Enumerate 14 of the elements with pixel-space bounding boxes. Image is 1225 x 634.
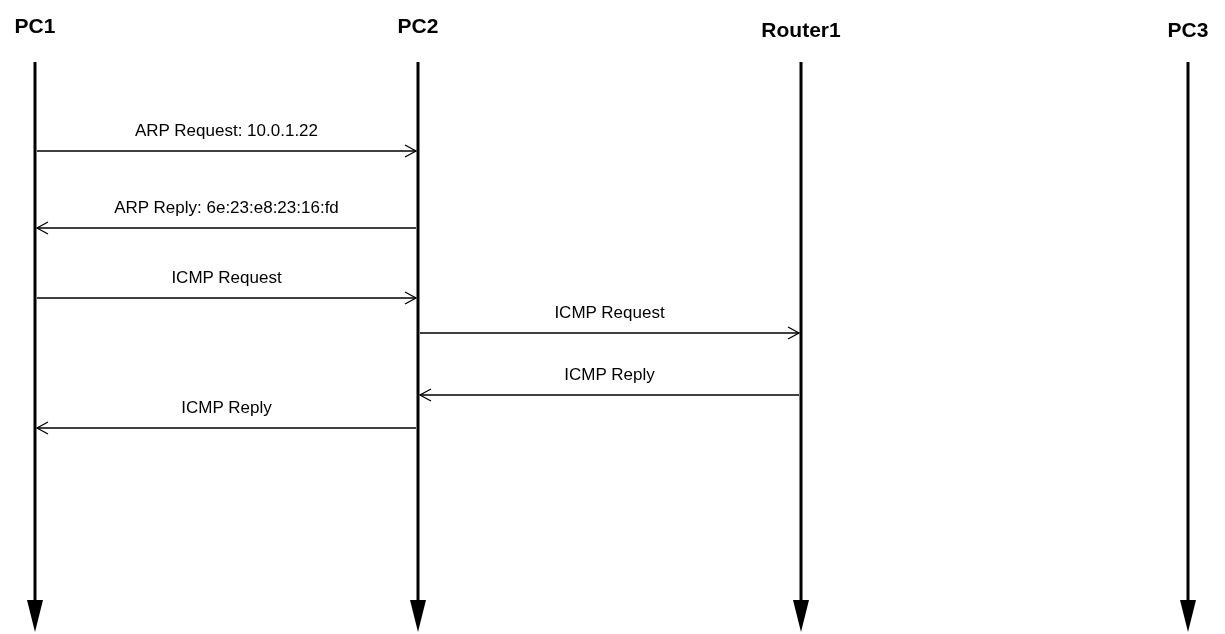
lifeline-heading: PC2 xyxy=(396,14,440,38)
message-arrow xyxy=(419,326,800,340)
message-arrow xyxy=(419,388,800,402)
lifeline-heading: Router1 xyxy=(760,18,842,42)
message-arrow xyxy=(36,421,417,435)
edge-label: ICMP Reply xyxy=(562,365,657,385)
edge-label: ARP Reply: 6e:23:e8:23:16:fd xyxy=(112,198,341,218)
message-arrow xyxy=(36,144,417,158)
edge-label: ARP Request: 10.0.1.22 xyxy=(133,121,320,141)
message-arrow xyxy=(36,221,417,235)
message-arrow xyxy=(36,291,417,305)
lifeline-heading: PC1 xyxy=(13,14,57,38)
lifeline-heading: PC3 xyxy=(1166,18,1210,42)
edge-label: ICMP Reply xyxy=(179,398,274,418)
